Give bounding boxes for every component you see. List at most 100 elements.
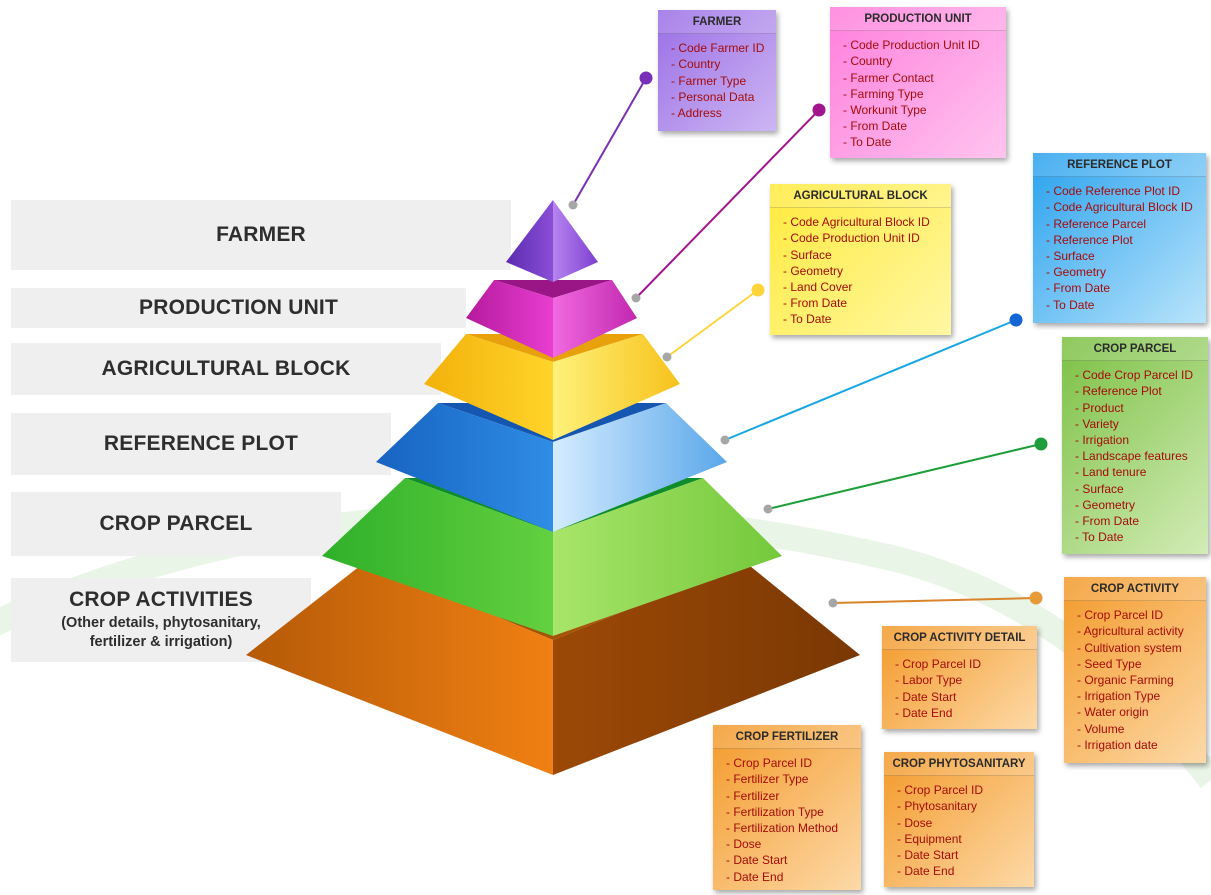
card-crop-phytosanitary: CROP PHYTOSANITARY Crop Parcel IDPhytosa… [884,752,1034,887]
card-item: Surface [783,247,945,263]
card-item: From Date [843,118,1000,134]
level-title-crop-parcel: CROP PARCEL [99,512,253,535]
card-item: Irrigation Type [1077,688,1200,704]
card-item: Geometry [1075,497,1202,513]
level-band-production-unit: PRODUCTION UNIT [11,288,466,328]
card-agricultural-block: AGRICULTURAL BLOCK Code Agricultural Blo… [770,184,951,335]
card-item: From Date [1046,280,1200,296]
card-item: Country [843,53,1000,69]
card-item: Irrigation date [1077,737,1200,753]
card-title-crop-phytosanitary: CROP PHYTOSANITARY [884,752,1034,777]
card-item: Reference Plot [1075,383,1202,399]
card-item: Code Production Unit ID [843,37,1000,53]
connector-end-crop-parcel [1034,437,1048,451]
card-item: Date End [897,863,1028,879]
tier-right-production-unit [553,280,637,358]
card-item: Fertilizer [726,788,855,804]
card-title-crop-activity: CROP ACTIVITY [1064,577,1206,602]
card-crop-fertilizer: CROP FERTILIZER Crop Parcel IDFertilizer… [713,725,861,890]
card-crop-activity: CROP ACTIVITY Crop Parcel IDAgricultural… [1064,577,1206,763]
card-item: To Date [843,134,1000,150]
connector-dot-production-unit [631,293,641,303]
card-production-unit: PRODUCTION UNIT Code Production Unit IDC… [830,7,1006,158]
card-item: Code Agricultural Block ID [783,214,945,230]
level-title-production-unit: PRODUCTION UNIT [139,296,338,319]
card-item: Volume [1077,721,1200,737]
card-item: Code Agricultural Block ID [1046,199,1200,215]
connector-end-reference-plot [1009,313,1023,327]
level-band-reference-plot: REFERENCE PLOT [11,413,391,475]
level-title-farmer: FARMER [216,223,306,246]
card-item: From Date [783,295,945,311]
connector-dot-reference-plot [720,435,730,445]
card-title-production-unit: PRODUCTION UNIT [830,7,1006,32]
connectors [568,71,1048,608]
card-item: Date End [895,705,1031,721]
card-item: Address [671,105,770,121]
card-item: Crop Parcel ID [726,755,855,771]
card-item: Code Production Unit ID [783,230,945,246]
connector-crop-activity [832,597,1037,604]
card-item: Product [1075,400,1202,416]
connector-dot-crop-parcel [763,504,773,514]
card-item: Code Farmer ID [671,40,770,56]
tier-right-crop-parcel [553,478,782,636]
card-item: Surface [1075,481,1202,497]
card-list-crop-phytosanitary: Crop Parcel IDPhytosanitaryDoseEquipment… [884,776,1034,883]
connector-agricultural-block [666,289,759,358]
connector-farmer [572,77,647,206]
card-item: Crop Parcel ID [1077,607,1200,623]
card-item: Reference Plot [1046,232,1200,248]
card-title-crop-activity-detail: CROP ACTIVITY DETAIL [882,626,1037,651]
level-title-reference-plot: REFERENCE PLOT [103,432,299,455]
tier-right-reference-plot [553,403,727,532]
card-item: To Date [783,311,945,327]
card-crop-parcel: CROP PARCEL Code Crop Parcel IDReference… [1062,337,1208,554]
tier-left-farmer [506,200,553,282]
tier-right-crop-activities [553,562,860,775]
card-item: Irrigation [1075,432,1202,448]
card-item: Date End [726,869,855,885]
tier-right-farmer [553,200,598,282]
card-list-crop-activity: Crop Parcel IDAgricultural activityCulti… [1064,601,1206,757]
level-band-farmer: FARMER [11,200,511,270]
level-band-crop-parcel: CROP PARCEL [11,492,341,556]
card-item: Personal Data [671,89,770,105]
connector-production-unit [635,109,820,299]
card-title-crop-parcel: CROP PARCEL [1062,337,1208,362]
card-item: Fertilization Method [726,820,855,836]
tier-left-reference-plot [376,403,553,532]
card-item: Geometry [1046,264,1200,280]
card-item: Date Start [897,847,1028,863]
card-item: Landscape features [1075,448,1202,464]
card-item: Farming Type [843,86,1000,102]
card-item: Seed Type [1077,656,1200,672]
connector-end-farmer [639,71,653,85]
card-item: Fertilization Type [726,804,855,820]
card-list-crop-activity-detail: Crop Parcel IDLabor TypeDate StartDate E… [882,650,1037,725]
tier-right-agricultural-block [553,334,680,440]
card-item: Agricultural activity [1077,623,1200,639]
card-item: From Date [1075,513,1202,529]
card-item: Farmer Type [671,73,770,89]
card-item: Variety [1075,416,1202,432]
card-farmer: FARMER Code Farmer IDCountryFarmer TypeP… [658,10,776,131]
card-item: Dose [897,815,1028,831]
card-list-reference-plot: Code Reference Plot IDCode Agricultural … [1033,177,1206,317]
level-title-crop-activities: CROP ACTIVITIES [69,588,253,611]
card-item: Geometry [783,263,945,279]
connector-dot-crop-activity [828,598,838,608]
connector-dot-agricultural-block [662,352,672,362]
card-item: Crop Parcel ID [895,656,1031,672]
connector-end-production-unit [812,103,826,117]
card-item: Labor Type [895,672,1031,688]
connector-end-agricultural-block [751,283,765,297]
tier-left-production-unit [466,280,553,358]
card-item: Crop Parcel ID [897,782,1028,798]
card-list-production-unit: Code Production Unit IDCountryFarmer Con… [830,31,1006,154]
card-item: Fertilizer Type [726,771,855,787]
tier-left-crop-activities [246,562,553,775]
card-list-crop-parcel: Code Crop Parcel IDReference PlotProduct… [1062,361,1208,549]
